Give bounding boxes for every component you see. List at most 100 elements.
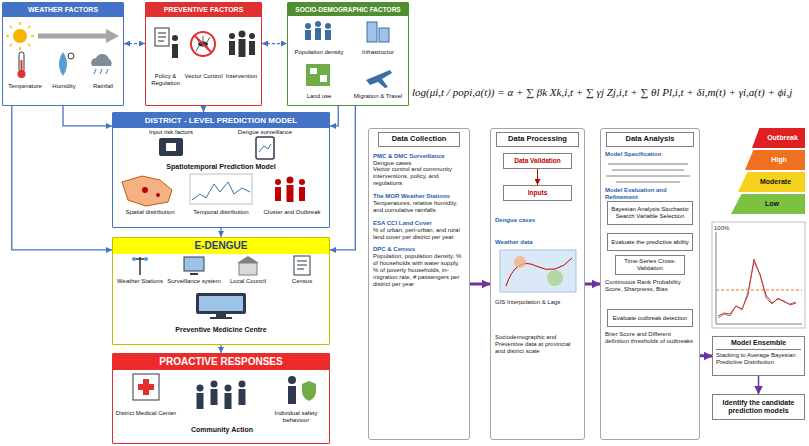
- community-icon: [211, 381, 218, 388]
- cluster-icon: [275, 185, 305, 202]
- rain-icon: [91, 54, 112, 74]
- node-heading: DISTRICT - LEVEL PREDICTION MODEL: [113, 113, 329, 128]
- node-text: The MOR Weather Stations: [373, 193, 465, 200]
- node-text: Dengue cases: [373, 160, 465, 167]
- population-icon: [325, 23, 331, 29]
- node-text: Dengue cases: [495, 217, 580, 224]
- node-text: % of urban, peri-urban, and rural land c…: [373, 227, 465, 241]
- spatial-map: [156, 193, 160, 197]
- risk-band: Moderate: [738, 172, 805, 192]
- connector-arrow: [585, 283, 600, 286]
- band-shape: [738, 172, 805, 192]
- process-box: Evaluate the predictive ability: [607, 233, 693, 251]
- humidity-icon: [59, 52, 67, 76]
- connector-arrow: [470, 283, 490, 286]
- node-text: GIS Interpolation & Lags: [495, 299, 580, 306]
- population-icon: [305, 23, 311, 29]
- community-icon: [239, 381, 246, 388]
- intervention-icon: [249, 33, 255, 39]
- band-shape: [752, 128, 805, 148]
- node-text: Migration & Travel: [350, 93, 406, 100]
- node-text: Temperature: [5, 83, 45, 90]
- connector-arrow: [537, 169, 538, 185]
- population-icon: [305, 21, 331, 40]
- node-text: Dengue surveillance: [223, 129, 307, 136]
- forecast-chart: [716, 290, 802, 291]
- surveillance-system-icon: [184, 257, 204, 274]
- weather-station-icon: [144, 257, 148, 261]
- wind-arrow: [106, 29, 119, 43]
- node-heading: Model Ensemble: [716, 337, 801, 350]
- node-heading: WEATHER FACTORS: [3, 3, 123, 17]
- connector-arrow: [330, 106, 355, 250]
- node-text: Weather data: [495, 239, 580, 246]
- node-heading: PROACTIVE RESPONSES: [113, 354, 329, 370]
- forecast-chart: [712, 222, 805, 328]
- spatial-map: [122, 176, 172, 206]
- cluster-icon: [275, 179, 281, 185]
- policy-icon: [172, 44, 178, 58]
- factor-box: SOCIO-DEMOGRAPHIC FACTORSPopulation dens…: [287, 2, 409, 106]
- land-use-icon: [310, 68, 317, 74]
- census-icon: [297, 261, 307, 269]
- weather-map: [500, 250, 576, 292]
- connector-arrow: [220, 228, 221, 237]
- surveillance-icon: [256, 137, 274, 159]
- sun-icon: [13, 29, 27, 43]
- individual-icon: [288, 376, 316, 404]
- census-icon: [294, 256, 310, 275]
- node-heading: Bayesian Analysis Stochastic Search Vari…: [610, 206, 690, 220]
- rain-icon: [91, 54, 112, 66]
- computer-icon: [196, 293, 246, 314]
- wind-arrow: [38, 29, 119, 43]
- input-risk-icon: [159, 138, 183, 156]
- intervention-icon: [229, 39, 255, 57]
- formula-label: log(μi,t / popi,a(t)) = α + ∑ βk Xk,i,t …: [412, 86, 806, 99]
- process-box: Evaluate outbreak detection: [607, 309, 693, 327]
- node-heading: Evaluate the predictive ability: [611, 239, 689, 246]
- node-text: ESA CCI Land Cover: [373, 220, 465, 227]
- node-text: Spatiotemporal Prediction Model: [146, 163, 296, 171]
- community-icon: [225, 385, 232, 392]
- hospital-icon: [138, 379, 154, 395]
- stage-panel: Data CollectionPMC & DMC SurveillanceDen…: [368, 128, 470, 440]
- cluster-icon: [287, 177, 294, 184]
- vector-control-icon: [191, 32, 215, 56]
- node-heading: Identify the candidate prediction models: [715, 399, 802, 415]
- computer-icon: [196, 293, 246, 319]
- response-box: PROACTIVE RESPONSESDistrict Medical Cent…: [112, 353, 330, 444]
- input-risk-icon: [159, 138, 183, 156]
- connector-arrow: [758, 376, 760, 394]
- surveillance-icon: [259, 144, 271, 152]
- surveillance-icon: [256, 137, 274, 159]
- vector-control-icon: [191, 32, 215, 56]
- policy-icon: [155, 28, 178, 58]
- temporal-chart: [192, 182, 250, 200]
- hospital-icon: [133, 374, 159, 400]
- forecast-chart: [718, 259, 796, 316]
- connector-arrow: [12, 106, 112, 250]
- connector-arrow: [700, 354, 712, 357]
- cluster-icon: [299, 179, 305, 185]
- node-text: Model Specification: [605, 151, 695, 158]
- stage-panel: Data ProcessingDengue casesWeather dataG…: [490, 128, 585, 440]
- node-heading: Data Validation: [514, 157, 561, 164]
- land-use-icon: [306, 64, 330, 86]
- forecast-chart: [716, 232, 802, 324]
- intervention-icon: [239, 31, 246, 38]
- node-text: Continuous Rank Probability Score, Sharp…: [605, 279, 695, 293]
- thermometer-icon: [18, 70, 26, 78]
- weather-map: [500, 250, 576, 292]
- formula-image: [606, 164, 690, 182]
- risk-band: Low: [731, 194, 805, 214]
- node-text: Population, population density, % of hou…: [373, 253, 465, 287]
- node-text: Intervention: [222, 73, 261, 80]
- individual-icon: [302, 381, 316, 401]
- local-council-icon: [237, 256, 259, 263]
- surveillance-system-icon: [184, 257, 204, 271]
- process-box: Identify the candidate prediction models: [712, 394, 805, 420]
- node-heading: Time-Series Cross-Validation: [618, 258, 682, 272]
- node-text: Vector Control: [184, 73, 223, 80]
- computer-icon: [210, 314, 232, 319]
- process-box: Time-Series Cross-Validation: [615, 255, 685, 275]
